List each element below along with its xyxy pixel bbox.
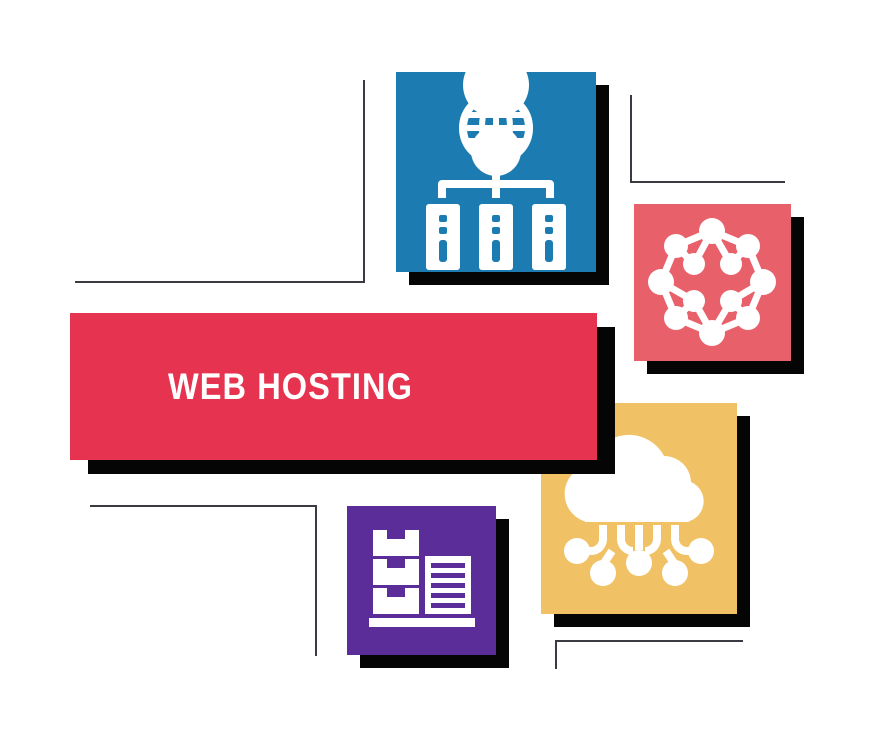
web-hosting-banner[interactable]: WEB HOSTING <box>70 313 615 474</box>
server-storage-boxes-icon <box>369 530 475 627</box>
rule-top-left-horizontal <box>75 281 364 283</box>
rule-top-left-vertical <box>363 80 365 283</box>
tile-storage-inventory[interactable] <box>347 506 509 668</box>
globe-server-network-icon <box>426 72 566 270</box>
tile-web-servers[interactable] <box>396 72 609 285</box>
tile-face <box>347 506 496 655</box>
rule-top-right-horizontal <box>630 181 785 183</box>
tile-face <box>634 204 791 361</box>
tile-cloud-hosting[interactable] <box>541 403 750 627</box>
rule-top-right-vertical <box>630 95 632 183</box>
rule-bottom-left-horizontal <box>90 505 317 507</box>
rule-bottom-right-horizontal <box>555 640 743 642</box>
tile-network-nodes[interactable] <box>634 204 804 374</box>
tile-face <box>396 72 596 272</box>
network-nodes-icon <box>648 218 776 346</box>
rule-bottom-right-vertical <box>555 640 557 669</box>
banner-title: WEB HOSTING <box>168 365 413 407</box>
banner-face: WEB HOSTING <box>70 313 597 460</box>
tile-face <box>541 403 737 614</box>
rule-bottom-left-vertical <box>315 505 317 656</box>
